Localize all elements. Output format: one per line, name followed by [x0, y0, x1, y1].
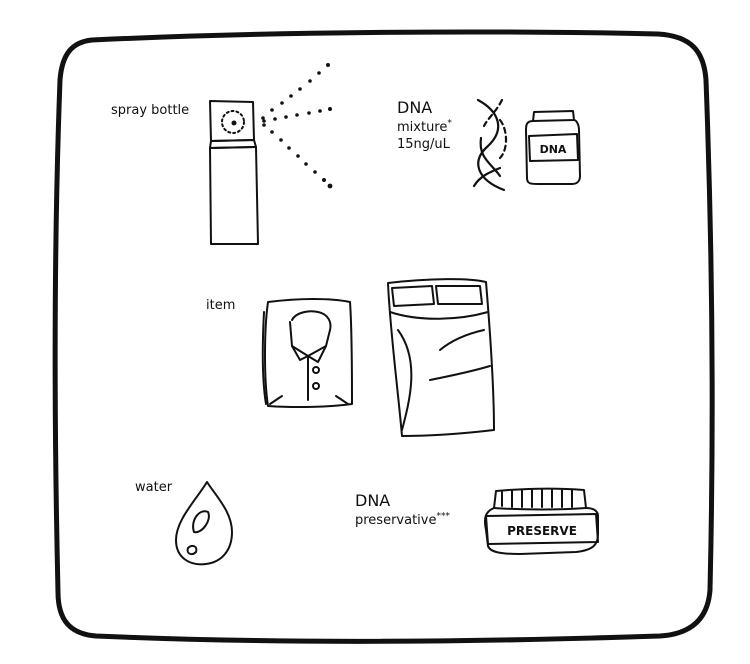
- spray-bottle-icon: [209, 100, 259, 245]
- water-drop-icon: [175, 481, 233, 566]
- dna-mixture-label: DNA mixture* 15ng/uL: [397, 98, 452, 153]
- dna-title: DNA: [397, 98, 433, 117]
- item-label: item: [206, 298, 236, 313]
- preservative-title: DNA: [355, 491, 391, 510]
- spray-mist-icon: [261, 63, 333, 189]
- dna-preservative-label: DNA preservative***: [355, 491, 451, 529]
- mixture-footnote-mark: *: [447, 119, 452, 130]
- water-label: water: [135, 480, 173, 495]
- dna-jar-label: DNA: [540, 143, 567, 156]
- dna-concentration: 15ng/uL: [397, 137, 450, 153]
- preservative-text: preservative***: [355, 512, 451, 529]
- spray-bottle-label: spray bottle: [111, 103, 190, 118]
- dna-mixture-text: mixture*: [397, 119, 452, 136]
- preservative-footnote-mark: ***: [436, 512, 451, 523]
- dna-helix-icon: [472, 98, 508, 192]
- frame-border: [52, 29, 715, 644]
- preservative-word: preservative: [355, 513, 437, 529]
- dna-jar-icon: DNA: [525, 110, 581, 185]
- preserve-jar-icon: PRESERVE: [484, 487, 599, 555]
- shirt-icon: [261, 298, 353, 409]
- bed-icon: [387, 278, 495, 437]
- preserve-jar-label: PRESERVE: [507, 524, 577, 538]
- mixture-word: mixture: [397, 120, 448, 136]
